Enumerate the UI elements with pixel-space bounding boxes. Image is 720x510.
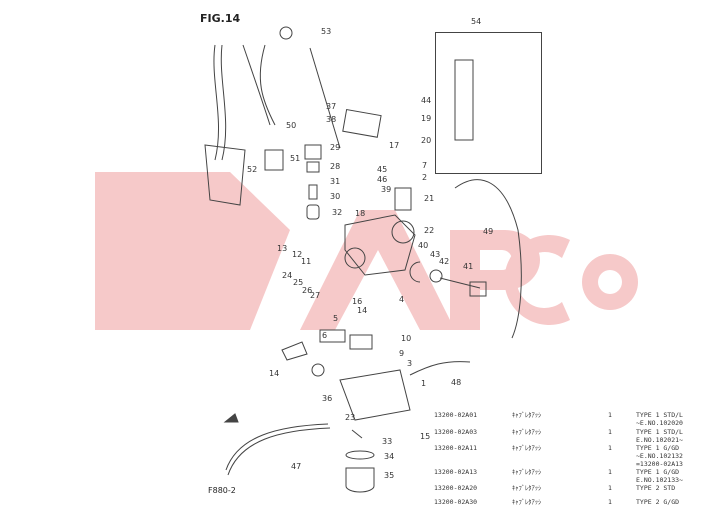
- callout: 29: [330, 143, 341, 152]
- quantity: 1: [608, 468, 612, 476]
- part-name: ｷｬﾌﾞﾚﾀｱｯｼ: [512, 444, 542, 452]
- callout: 23: [345, 413, 356, 422]
- callout: 18: [355, 209, 366, 218]
- remark-line: TYPE 1 G/GD: [636, 444, 680, 452]
- callout: 50: [286, 121, 297, 130]
- part-name: ｷｬﾌﾞﾚﾀｱｯｼ: [512, 411, 542, 419]
- part-number: 13200-02A30: [434, 498, 478, 506]
- remark-line: E.NO.102021~: [636, 436, 683, 444]
- part-name: ｷｬﾌﾞﾚﾀｱｯｼ: [512, 484, 542, 492]
- callout: 44: [421, 96, 432, 105]
- callout: 41: [463, 262, 474, 271]
- callout: 31: [330, 177, 341, 186]
- quantity: 1: [608, 484, 612, 492]
- callout: 17: [389, 141, 400, 150]
- callout: 30: [330, 192, 341, 201]
- callout: 9: [399, 349, 405, 358]
- remark-line: E.NO.102133~: [636, 476, 683, 484]
- callout: 53: [321, 27, 332, 36]
- callout: 11: [301, 257, 312, 266]
- callout: 14: [269, 369, 280, 378]
- remarks: TYPE 1 G/GD~E.NO.102132=13200-02A13: [636, 444, 683, 468]
- callout: 43: [430, 250, 441, 259]
- callout: 25: [293, 278, 304, 287]
- callout: 4: [399, 295, 405, 304]
- remark-line: TYPE 1 G/GD: [636, 468, 680, 476]
- callout: 21: [424, 194, 435, 203]
- callout: 34: [384, 452, 395, 461]
- part-name: ｷｬﾌﾞﾚﾀｱｯｼ: [512, 498, 542, 506]
- callout: 42: [439, 257, 450, 266]
- callout: 32: [332, 208, 343, 217]
- callout: 39: [381, 185, 392, 194]
- callout: 19: [421, 114, 432, 123]
- remark-line: ~E.NO.102132: [636, 452, 683, 460]
- callout: 33: [382, 437, 393, 446]
- callout: 3: [407, 359, 413, 368]
- callout: 26: [302, 286, 313, 295]
- part-name: ｷｬﾌﾞﾚﾀｱｯｼ: [512, 428, 542, 436]
- callout: 13: [277, 244, 288, 253]
- callout: 14: [357, 306, 368, 315]
- remark-line: ~E.NO.102020: [636, 419, 683, 427]
- callout: 7: [422, 161, 428, 170]
- quantity: 1: [608, 444, 612, 452]
- callout: 37: [326, 102, 337, 111]
- callout: 35: [384, 471, 395, 480]
- part-number: 13200-02A03: [434, 428, 478, 436]
- callout: 49: [483, 227, 494, 236]
- quantity: 1: [608, 411, 612, 419]
- callout: 27: [310, 291, 321, 300]
- callout: 40: [418, 241, 429, 250]
- remark-line: =13200-02A13: [636, 460, 683, 468]
- callout: 22: [424, 226, 435, 235]
- callout: 5: [333, 314, 339, 323]
- callout: 38: [326, 115, 337, 124]
- callout: 47: [291, 462, 302, 471]
- remarks: TYPE 2 G/GD: [636, 498, 680, 506]
- callout: 10: [401, 334, 412, 343]
- callout: 46: [377, 175, 388, 184]
- part-number: 13200-02A13: [434, 468, 478, 476]
- remark-line: TYPE 1 STD/L: [636, 411, 683, 419]
- kit-group-box: [435, 32, 542, 174]
- callout: 15: [420, 432, 431, 441]
- quantity: 1: [608, 498, 612, 506]
- part-number: 13200-02A11: [434, 444, 478, 452]
- callout: 20: [421, 136, 432, 145]
- figure-title: FIG.14: [200, 12, 241, 25]
- callout: 52: [247, 165, 258, 174]
- figure-code: F880-2: [208, 486, 236, 495]
- remarks: TYPE 2 STD: [636, 484, 676, 492]
- callout: 28: [330, 162, 341, 171]
- quantity: 1: [608, 428, 612, 436]
- callout: 24: [282, 271, 293, 280]
- part-number: 13200-02A01: [434, 411, 478, 419]
- part-number: 13200-02A20: [434, 484, 478, 492]
- callout: 12: [292, 250, 303, 259]
- callout: 36: [322, 394, 333, 403]
- callout: 54: [471, 17, 482, 26]
- remarks: TYPE 1 STD/L~E.NO.102020: [636, 411, 683, 427]
- callout: 1: [421, 379, 427, 388]
- callout: 6: [322, 331, 328, 340]
- callout: 45: [377, 165, 388, 174]
- callout: 48: [451, 378, 462, 387]
- callout: 51: [290, 154, 301, 163]
- remark-line: TYPE 1 STD/L: [636, 428, 683, 436]
- callout: 16: [352, 297, 363, 306]
- part-name: ｷｬﾌﾞﾚﾀｱｯｼ: [512, 468, 542, 476]
- callout: 2: [422, 173, 428, 182]
